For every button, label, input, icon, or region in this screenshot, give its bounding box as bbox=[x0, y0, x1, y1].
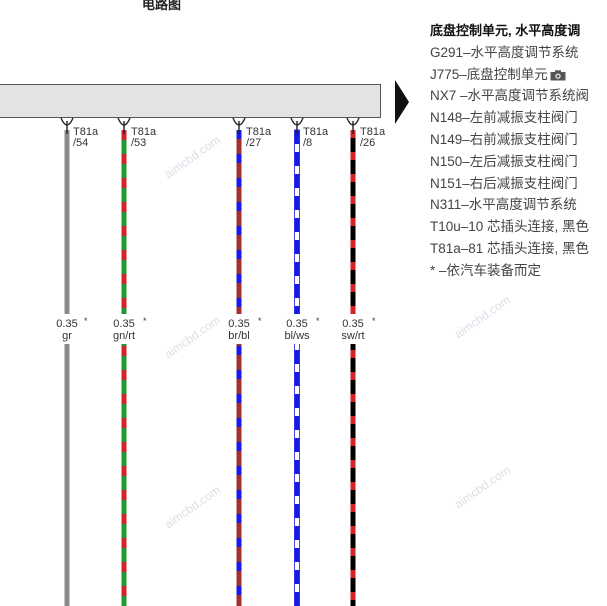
optional-marker: * bbox=[84, 316, 88, 326]
legend: 底盘控制单元, 水平高度调 G291–水平高度调节系统 J775–底盘控制单元 … bbox=[430, 20, 607, 282]
page-title: 电路图 bbox=[142, 0, 182, 12]
wire-spec: 0.35 br/bl * bbox=[220, 316, 261, 342]
pin-number: /54 bbox=[73, 137, 89, 149]
legend-item: T10u–10 芯插头连接, 黑色 bbox=[430, 219, 590, 235]
pin-label: T81a /53 bbox=[131, 127, 156, 149]
optional-marker: * bbox=[372, 316, 376, 326]
pin-connector: T81a bbox=[73, 126, 99, 138]
wire-size: 0.35 bbox=[286, 318, 308, 330]
wire-color-code: bl/ws bbox=[284, 330, 310, 342]
legend-item-text: J775–底盘控制单元 bbox=[430, 66, 548, 82]
wire-color-code: gr bbox=[62, 330, 72, 342]
legend-item: N311–水平高度调节系统 bbox=[430, 197, 577, 213]
pin-number: /27 bbox=[246, 137, 262, 149]
optional-marker: * bbox=[258, 316, 262, 326]
wire-size: 0.35 bbox=[342, 318, 364, 330]
wire-sw-rt[interactable] bbox=[350, 130, 356, 606]
pin-label: T81a /8 bbox=[303, 127, 328, 149]
wire-spec: 0.35 bl/ws * bbox=[278, 316, 319, 342]
pin-number: /53 bbox=[131, 137, 147, 149]
wire-spec: 0.35 gr * bbox=[50, 316, 87, 342]
arrow-right-icon bbox=[395, 80, 409, 124]
wire-color-code: br/bl bbox=[228, 330, 250, 342]
legend-item: G291–水平高度调节系统 bbox=[430, 44, 579, 60]
pin-symbol bbox=[60, 117, 360, 134]
camera-icon[interactable] bbox=[550, 69, 566, 81]
connector-bar bbox=[0, 84, 381, 118]
pin-number: /26 bbox=[360, 137, 376, 149]
pin-label: T81a /54 bbox=[73, 127, 98, 149]
legend-title: 底盘控制单元, 水平高度调 bbox=[430, 23, 581, 38]
pin-number: /8 bbox=[303, 137, 313, 149]
legend-item: J775–底盘控制单元 bbox=[430, 64, 607, 86]
legend-item: T81a–81 芯插头连接, 黑色 bbox=[430, 240, 590, 256]
wire-size: 0.35 bbox=[113, 318, 135, 330]
legend-item: N151–右后减振支柱阀门 bbox=[430, 175, 578, 191]
pin-connector: T81a bbox=[131, 126, 157, 138]
wire-color-code: gn/rt bbox=[112, 330, 135, 342]
wire-gr[interactable] bbox=[64, 130, 70, 606]
optional-marker: * bbox=[316, 316, 320, 326]
pin-connector: T81a bbox=[360, 126, 386, 138]
wire-color-code: sw/rt bbox=[341, 330, 365, 342]
wire-size: 0.35 bbox=[56, 318, 78, 330]
legend-item: N148–左前减振支柱阀门 bbox=[430, 110, 578, 126]
pin-label: T81a /27 bbox=[246, 127, 271, 149]
wire-br-bl[interactable] bbox=[236, 130, 242, 606]
legend-item: N149–右前减振支柱阀门 bbox=[430, 131, 578, 147]
legend-item: * –依汽车装备而定 bbox=[430, 262, 542, 278]
legend-item: NX7 –水平高度调节系统阀 bbox=[430, 88, 590, 104]
wire-size: 0.35 bbox=[228, 318, 250, 330]
pin-connector: T81a bbox=[303, 126, 329, 138]
wire-spec: 0.35 sw/rt * bbox=[334, 316, 375, 342]
legend-item: N150–左后减振支柱阀门 bbox=[430, 153, 578, 169]
wire-gn-rt[interactable] bbox=[121, 130, 127, 606]
optional-marker: * bbox=[143, 316, 147, 326]
pin-connector: T81a bbox=[246, 126, 272, 138]
pin-label: T81a /26 bbox=[360, 127, 385, 149]
wire-spec: 0.35 gn/rt * bbox=[105, 316, 147, 342]
